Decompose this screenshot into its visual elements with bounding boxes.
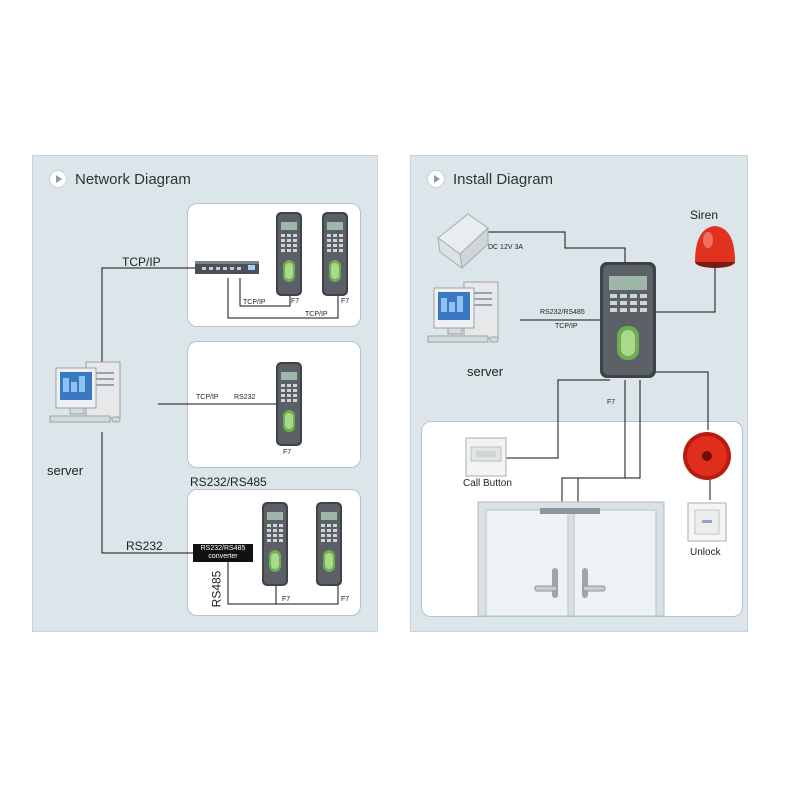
device-label: F7 [341,298,350,305]
install-diagram-title: Install Diagram [453,170,554,188]
link-label: RS232 [234,394,256,401]
server-label: server [467,364,504,379]
call-button-label: Call Button [463,478,512,489]
device-label: F7 [607,399,616,406]
tcpip-label: TCP/IP [122,255,161,269]
power-supply-label: DC 12V 3A [488,244,524,251]
rs232-rs485-converter: RS232/RS485 converter [193,544,253,562]
device-label: F7 [341,596,350,603]
link-label: TCP/IP [196,394,219,401]
device-label: F7 [291,298,300,305]
rs485-label: RS485 [209,570,224,608]
tcpip-rs232-box [187,341,361,468]
device-label: F7 [282,596,291,603]
network-diagram-heading: Network Diagram [49,170,191,188]
converter-label-line1: RS232/RS485 [200,545,246,552]
rs232-label: RS232 [126,539,163,553]
link-label: RS232/RS485 [540,309,585,316]
link-label: TCP/IP [555,323,578,330]
rs232-rs485-label: RS232/RS485 [190,475,267,489]
link-label: TCP/IP [305,311,328,318]
device-label: F7 [283,449,292,456]
unlock-label: Unlock [690,547,721,558]
network-diagram-title: Network Diagram [75,170,191,188]
play-icon [49,170,67,188]
install-diagram-heading: Install Diagram [427,170,553,188]
link-label: TCP/IP [243,299,266,306]
door-area-box [421,421,743,617]
tcpip-network-box [187,203,361,327]
play-icon [427,170,445,188]
siren-label: Siren [690,208,719,222]
converter-label-line2: converter [208,553,238,560]
server-label: server [47,463,84,478]
